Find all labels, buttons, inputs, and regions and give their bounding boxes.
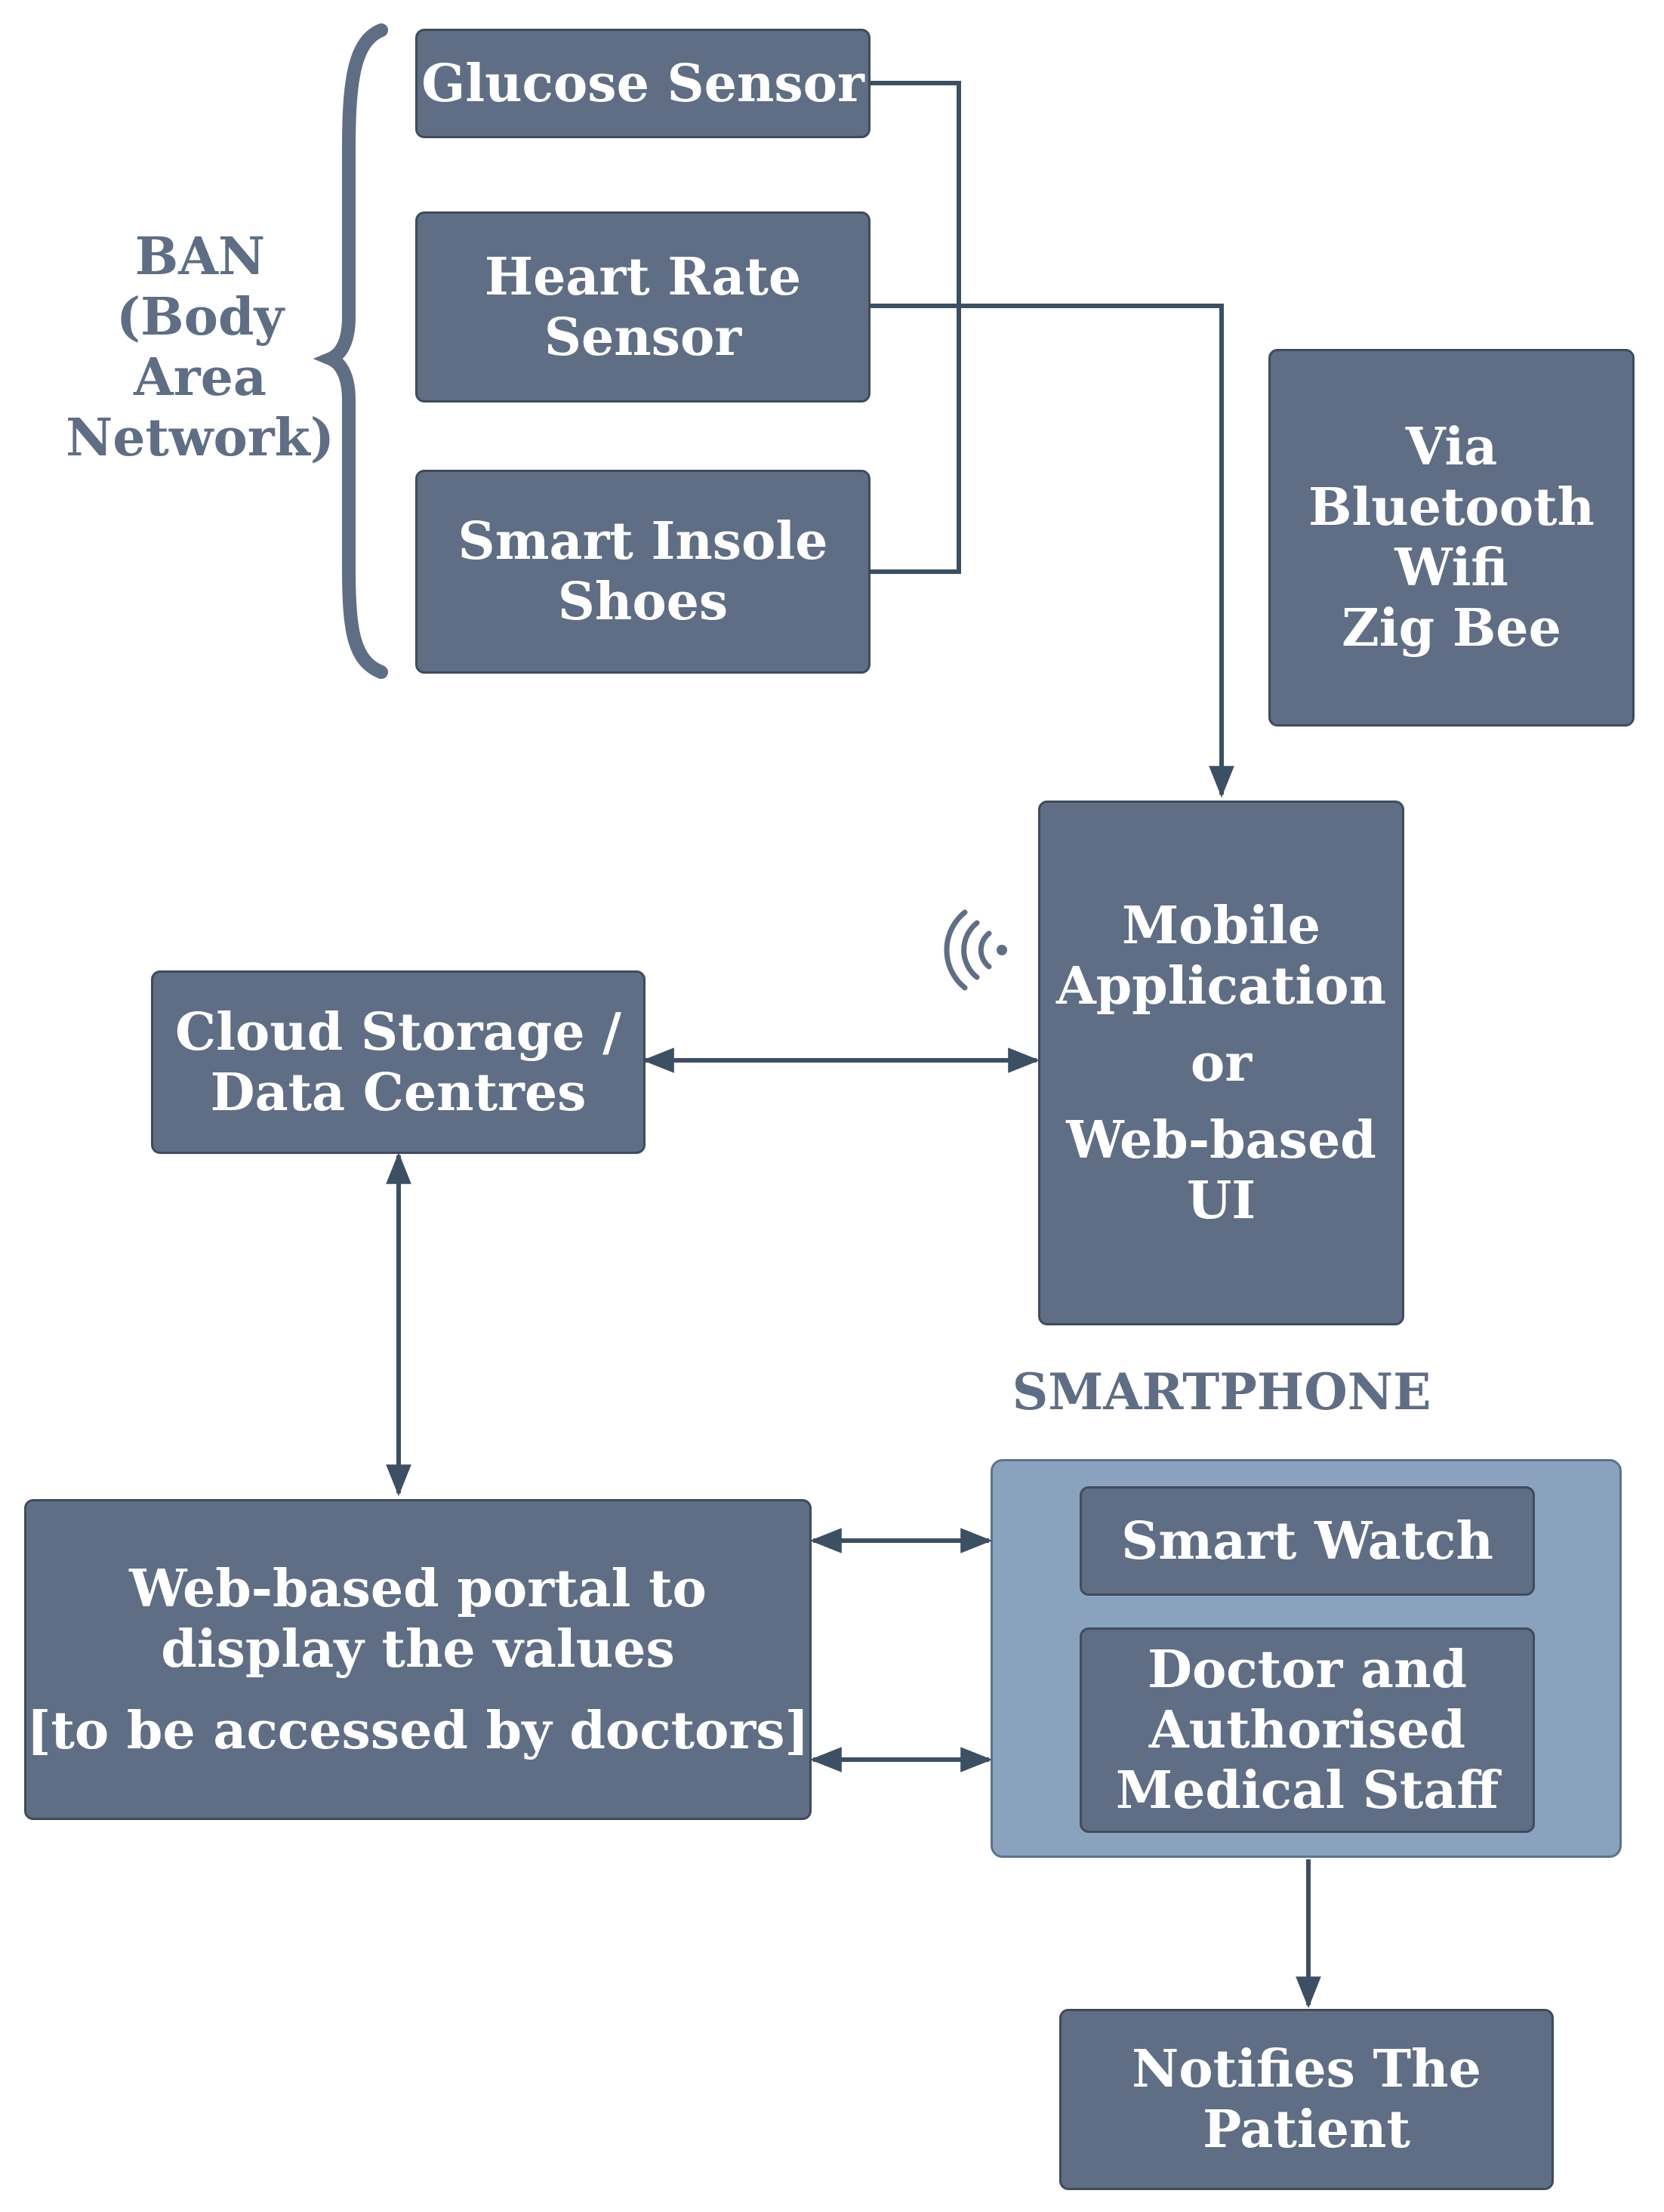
box-text: Via: [1405, 417, 1498, 477]
mobile-application-box: Mobile Application or Web-based UI: [1038, 801, 1404, 1325]
smart-watch-box: Smart Watch: [1080, 1486, 1535, 1596]
box-text: Web-based portal to: [129, 1558, 707, 1619]
ban-label-line: Network): [66, 408, 334, 468]
box-text: Data Centres: [210, 1062, 587, 1123]
box-text: Medical Staff: [1115, 1760, 1499, 1821]
box-text: [to be accessed by doctors]: [26, 1700, 809, 1761]
box-text: Glucose Sensor: [421, 53, 864, 114]
cloud-storage-box: Cloud Storage / Data Centres: [151, 970, 646, 1154]
wireless-signal-icon: [944, 909, 1007, 991]
glucose-sensor-box: Glucose Sensor: [415, 29, 871, 138]
box-text: Doctor and: [1147, 1640, 1468, 1700]
box-text: display the values: [161, 1618, 675, 1680]
box-text: Cloud Storage /: [174, 1001, 622, 1063]
ban-label-line: Area: [134, 347, 267, 408]
doctor-staff-box: Doctor and Authorised Medical Staff: [1080, 1627, 1535, 1833]
ban-brace: [313, 23, 388, 679]
box-text: Sensor: [544, 307, 742, 368]
box-text: Bluetooth: [1308, 477, 1595, 538]
notifies-patient-box: Notifies The Patient: [1059, 2009, 1554, 2190]
smart-insole-shoes-box: Smart Insole Shoes: [415, 470, 871, 674]
heart-rate-sensor-box: Heart Rate Sensor: [415, 211, 871, 403]
box-text: UI: [1186, 1170, 1256, 1231]
box-text: Wifi: [1394, 538, 1508, 598]
box-text: Smart Watch: [1121, 1510, 1493, 1572]
sensors-to-mobile-arrow: [871, 304, 1234, 798]
box-text: Smart Insole: [458, 511, 828, 572]
box-text: Application: [1055, 955, 1387, 1017]
connectivity-box: Via Bluetooth Wifi Zig Bee: [1268, 349, 1635, 727]
box-text: Mobile: [1121, 895, 1321, 956]
ban-label-line: (Body: [116, 287, 285, 347]
ban-label-line: BAN: [134, 227, 266, 287]
ban-label: BAN (Body Area Network): [53, 227, 347, 468]
smartphone-label: SMARTPHONE: [1012, 1362, 1431, 1421]
sensor-merge-line: [871, 81, 961, 574]
box-text: Authorised: [1148, 1700, 1466, 1760]
box-text: Web-based: [1066, 1109, 1376, 1171]
box-text: Patient: [1203, 2099, 1410, 2160]
box-text: Heart Rate: [484, 246, 802, 307]
box-text: Notifies The: [1132, 2039, 1481, 2099]
box-text: Shoes: [557, 572, 729, 632]
box-text: or: [1190, 1032, 1253, 1094]
web-portal-box: Web-based portal to display the values […: [24, 1499, 812, 1820]
box-text: Zig Bee: [1342, 598, 1561, 659]
